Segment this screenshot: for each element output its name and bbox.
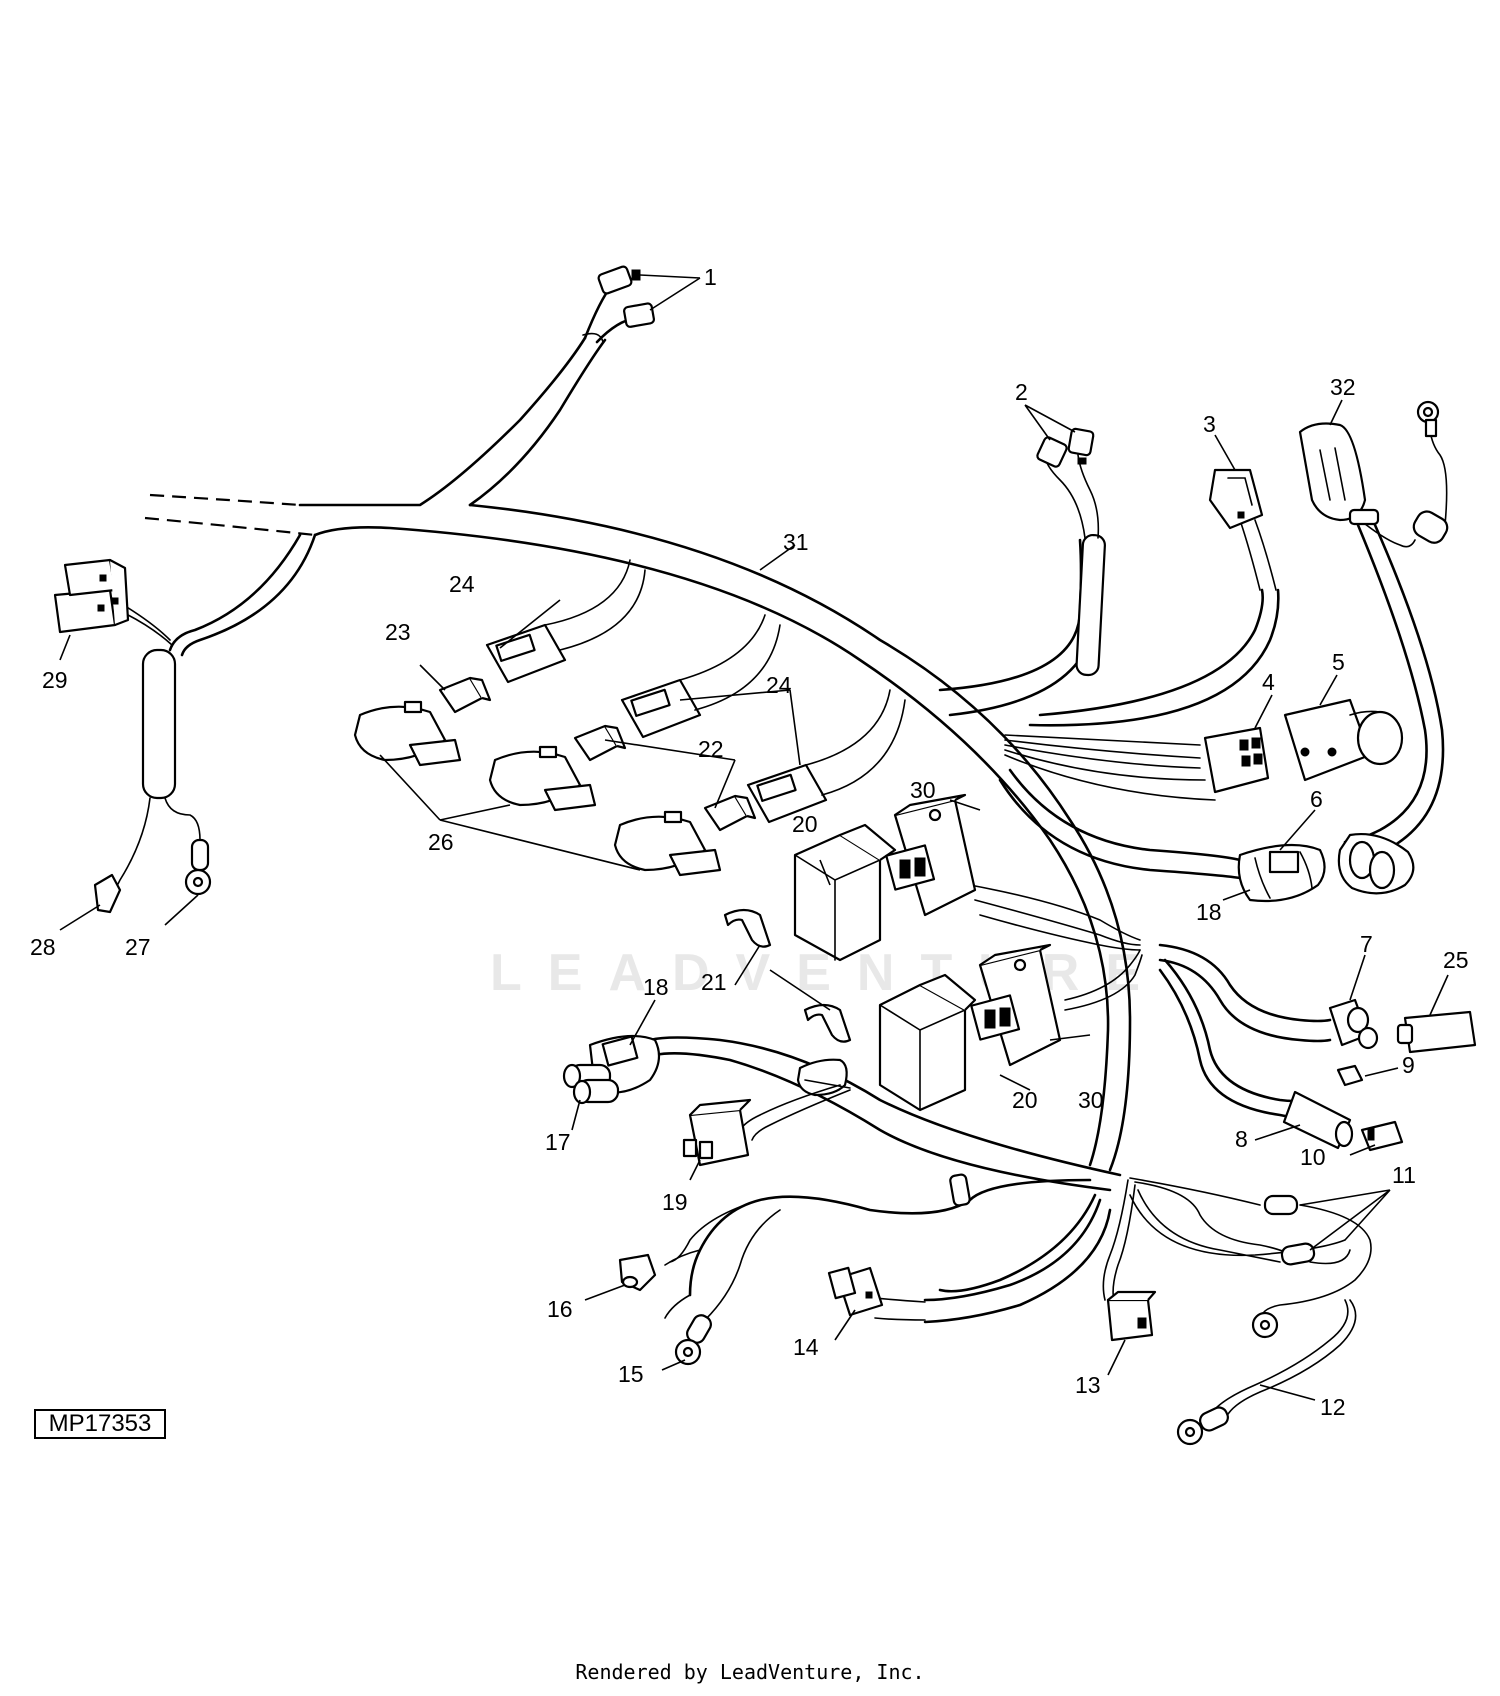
callout-25: 25 (1443, 947, 1469, 973)
callout-16: 16 (547, 1296, 573, 1322)
callout-labels: 1 2 3 4 5 6 7 8 9 10 11 12 13 14 15 16 1… (30, 264, 1469, 1420)
callout-3: 3 (1203, 411, 1216, 437)
callout-17: 17 (545, 1129, 571, 1155)
callout-20-lower: 20 (1012, 1087, 1038, 1113)
callout-14: 14 (793, 1334, 819, 1360)
callout-9: 9 (1402, 1052, 1415, 1078)
callout-19: 19 (662, 1189, 688, 1215)
connector-item-19 (682, 1098, 752, 1167)
callout-23: 23 (385, 619, 411, 645)
fuse-item-10 (1360, 1120, 1404, 1152)
fuse-cover-item-26-middle (488, 745, 597, 812)
fuse-item-22-upper (573, 724, 627, 762)
terminal-item-16 (618, 1253, 657, 1292)
harness-sleeve-left (141, 648, 177, 800)
connector-item-29 (53, 558, 130, 634)
callout-22: 22 (698, 736, 724, 762)
cap-item-25 (1396, 1010, 1477, 1054)
callout-21: 21 (701, 969, 727, 995)
clip-item-21 (723, 908, 852, 1043)
connector-item-32 (1298, 400, 1449, 544)
callout-29: 29 (42, 667, 68, 693)
callout-18-left: 18 (643, 974, 669, 1000)
callout-26: 26 (428, 829, 454, 855)
relay-socket-item-30-upper (885, 793, 977, 917)
render-credit: Rendered by LeadVenture, Inc. (575, 1660, 925, 1684)
ring-terminal-item-27 (184, 838, 212, 896)
callout-15: 15 (618, 1361, 644, 1387)
callout-5: 5 (1332, 649, 1345, 675)
relay-item-20-lower (878, 973, 977, 1112)
connector-item-17-18-left (562, 1034, 661, 1105)
callout-6: 6 (1310, 786, 1323, 812)
connector-item-18-right (1237, 843, 1326, 903)
harness-wires (109, 283, 1448, 1421)
sleeve-item-2 (1075, 533, 1106, 677)
drawing-id-label: MP17353 (34, 1409, 166, 1439)
relay-item-20-upper (793, 823, 897, 962)
callout-8: 8 (1235, 1126, 1248, 1152)
connector-item-4 (1203, 726, 1270, 794)
callout-12: 12 (1320, 1394, 1346, 1420)
callout-7: 7 (1360, 931, 1373, 957)
callout-4: 4 (1262, 669, 1275, 695)
fuse-holder-item-24-middle (620, 614, 781, 739)
connector-item-7 (1328, 998, 1379, 1050)
connector-item-6 (1337, 833, 1415, 895)
switch-item-5 (1283, 698, 1404, 782)
fuse-holder-item-8 (1282, 1090, 1354, 1150)
fuse-cover-item-26-lower (613, 810, 722, 877)
leader-lines (59, 274, 1449, 1401)
fuse-holder-item-24-lower (746, 689, 906, 824)
fuse-item-23 (438, 676, 492, 714)
ring-terminal-item-15 (674, 1314, 712, 1366)
callout-28: 28 (30, 934, 56, 960)
callout-11: 11 (1392, 1162, 1416, 1188)
callout-20-upper: 20 (792, 811, 818, 837)
fuse-cover-item-26-left (353, 700, 462, 767)
callout-13: 13 (1075, 1372, 1101, 1398)
connector-item-1 (597, 265, 656, 328)
callout-30-upper: 30 (910, 777, 936, 803)
connector-item-3 (1208, 468, 1264, 530)
callout-1: 1 (704, 264, 717, 290)
connector-item-13 (1106, 1290, 1157, 1342)
clip-lower (949, 1173, 971, 1207)
ground-terminal-item-12 (1176, 1406, 1229, 1446)
fuse-item-9 (1336, 1064, 1364, 1087)
callout-10: 10 (1300, 1144, 1326, 1170)
relay-socket-item-30-lower (970, 943, 1062, 1067)
callout-32: 32 (1330, 374, 1356, 400)
connector-item-14 (827, 1266, 884, 1317)
callout-31: 31 (783, 529, 809, 555)
callout-24-upper: 24 (449, 571, 475, 597)
fuse-holder-item-24-upper (485, 559, 646, 684)
callout-30-lower: 30 (1078, 1087, 1104, 1113)
terminals-item-11 (1251, 1194, 1316, 1339)
callout-27: 27 (125, 934, 151, 960)
callout-24-lower: 24 (766, 672, 792, 698)
fuse-item-22-lower (703, 794, 757, 832)
callout-2: 2 (1015, 379, 1028, 405)
connector-item-2 (1036, 427, 1095, 468)
callout-18-right: 18 (1196, 899, 1222, 925)
